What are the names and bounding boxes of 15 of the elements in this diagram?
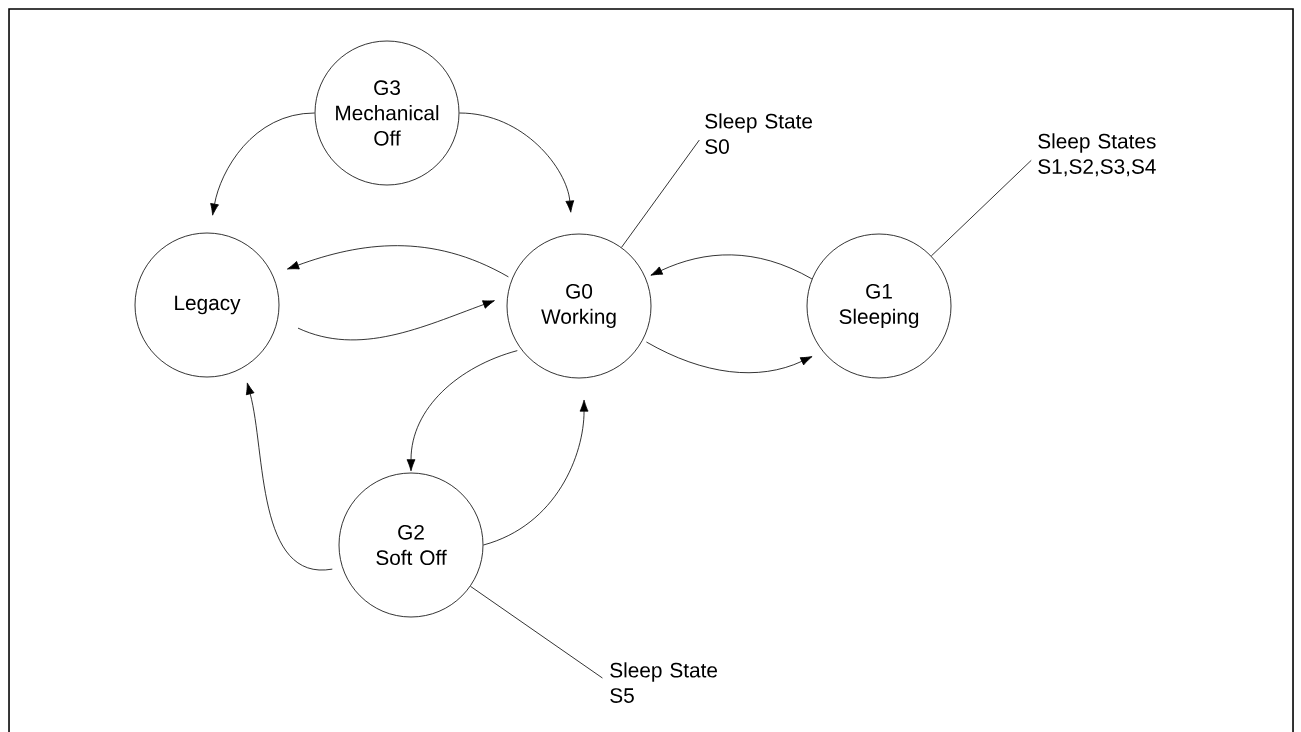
- arrow: [297, 300, 495, 341]
- leader-line: [930, 159, 1032, 257]
- arrow: [245, 382, 333, 570]
- arrow: [210, 112, 315, 216]
- arrow: [459, 112, 575, 213]
- arrow: [646, 341, 813, 374]
- arrow: [650, 254, 813, 280]
- leader-line: [470, 585, 603, 679]
- arrow: [287, 245, 509, 278]
- arrow: [406, 350, 518, 472]
- state-label: Sleep State S5: [610, 662, 718, 703]
- leader-line: [621, 139, 700, 248]
- state-label: Sleep State S0: [705, 113, 813, 154]
- state-label: Sleep States S1,S2,S3,S4: [1038, 133, 1156, 177]
- arrow: [483, 399, 589, 546]
